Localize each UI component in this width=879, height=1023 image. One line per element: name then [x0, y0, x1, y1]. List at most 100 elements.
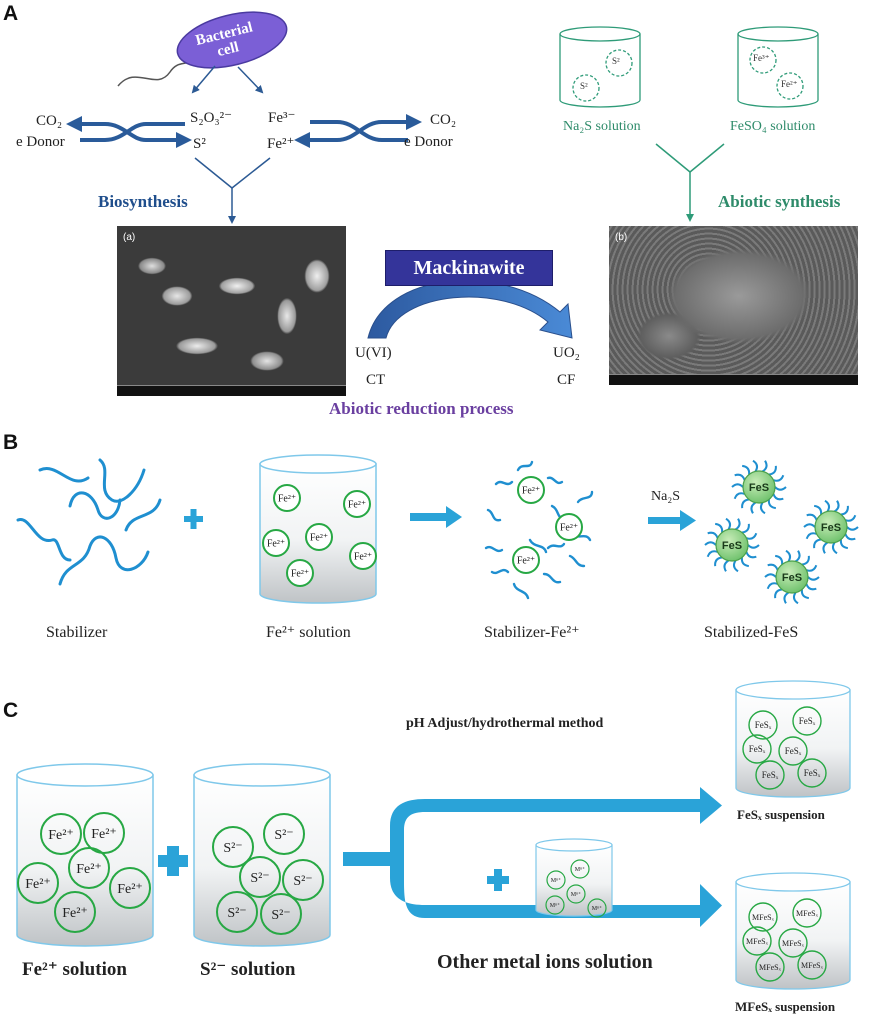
sulfide-label: S² — [193, 136, 206, 152]
svg-text:Fe²⁺: Fe²⁺ — [354, 552, 372, 563]
fes-particle: FeS — [731, 459, 787, 515]
svg-text:FeS: FeS — [821, 522, 841, 534]
svg-text:Fe²⁺: Fe²⁺ — [117, 882, 143, 897]
fe2-ion: Fe²⁺ — [83, 812, 125, 854]
fe2-ion: Fe²⁺ — [517, 476, 545, 504]
svg-text:FeSₓ: FeSₓ — [755, 720, 772, 730]
left-donor-label: e Donor — [16, 134, 65, 150]
svg-text:FeSₓ: FeSₓ — [785, 746, 802, 756]
cf-label: CF — [557, 372, 576, 388]
s2-ion: S²⁻ — [239, 856, 281, 898]
svg-text:S²⁻: S²⁻ — [274, 828, 293, 843]
mfesx-ion: MFeSₓ — [748, 902, 778, 932]
ph-method-label: pH Adjust/hydrothermal method — [406, 716, 604, 731]
na2s-ion-1: S² — [612, 56, 620, 66]
left-arrowhead-co2 — [66, 116, 82, 132]
mfesx-ion: MFeSₓ — [755, 952, 785, 982]
na2s-solution-label: Na₂S solution — [563, 119, 641, 134]
right-donor-label: e Donor — [404, 134, 453, 150]
fes-particle: FeS — [803, 499, 859, 555]
left-co2-label: CO₂ — [36, 113, 63, 129]
right-coupling-arrows — [300, 120, 408, 142]
s2-ion: S²⁻ — [260, 893, 302, 935]
mfesx-ion: MFeSₓ — [742, 926, 772, 956]
svg-text:FeS: FeS — [749, 482, 769, 494]
stabilizer-fe2-polymer — [484, 460, 594, 600]
svg-text:FeSₓ: FeSₓ — [804, 768, 821, 778]
right-arrowhead-co2 — [406, 114, 422, 130]
mackinawite-label: Mackinawite — [385, 250, 553, 286]
fe2-ion: Fe²⁺ — [273, 484, 301, 512]
fe2-ion: Fe²⁺ — [262, 529, 290, 557]
stabilizer-polymer — [16, 458, 162, 586]
plus-icon — [158, 846, 188, 876]
stabilized-fes-label: Stabilized-FeS — [704, 624, 799, 641]
mfesx-ion: MFeSₓ — [792, 898, 822, 928]
fesx-ion: FeSₓ — [755, 760, 785, 790]
s2-ion: S²⁻ — [212, 826, 254, 868]
fesx-suspension-label: FeSₓ suspension — [737, 807, 825, 822]
s2-ion: S²⁻ — [282, 859, 324, 901]
fe2-ion: Fe²⁺ — [555, 513, 583, 541]
plus-icon — [184, 509, 203, 529]
metal-ion: Mⁿ⁺ — [546, 870, 566, 890]
sem-info-bar — [117, 385, 346, 396]
fe2-ion: Fe²⁺ — [343, 490, 371, 518]
biosynthesis-merge-arrow — [194, 157, 271, 224]
svg-text:MFeSₓ: MFeSₓ — [796, 909, 819, 918]
svg-text:Mⁿ⁺: Mⁿ⁺ — [592, 905, 602, 912]
svg-text:MFeSₓ: MFeSₓ — [801, 961, 824, 970]
fe2-label: Fe²⁺ — [267, 136, 295, 152]
mfesx-ion: MFeSₓ — [797, 950, 827, 980]
svg-text:Fe²⁺: Fe²⁺ — [291, 569, 309, 580]
flow-arrow-b2 — [648, 510, 696, 531]
fe2-large-solution-label: Fe²⁺ solution — [22, 959, 127, 980]
svg-text:FeSₓ: FeSₓ — [749, 744, 766, 754]
plus-icon — [487, 869, 509, 891]
feso4-ion-1: Fe³⁺ — [753, 53, 770, 63]
stabilizer-fe2-label: Stabilizer-Fe²⁺ — [484, 624, 580, 641]
svg-text:Fe²⁺: Fe²⁺ — [48, 828, 74, 843]
sem-image-abiotic: (b) — [609, 226, 858, 385]
u6-label: U(VI) — [355, 345, 392, 361]
left-coupling-arrows — [80, 122, 185, 142]
svg-text:MFeSₓ: MFeSₓ — [752, 913, 775, 922]
svg-text:Fe²⁺: Fe²⁺ — [91, 827, 117, 842]
na2s-reagent-label: Na₂S — [651, 489, 680, 504]
fe2-ion: Fe²⁺ — [40, 813, 82, 855]
right-arrowhead-fe — [294, 132, 310, 148]
metal-ion-beaker — [535, 838, 613, 917]
uo2-label: UO₂ — [553, 345, 580, 361]
fe2-ion: Fe²⁺ — [305, 523, 333, 551]
other-metal-label: Other metal ions solution — [437, 951, 653, 973]
mfesx-ion: MFeSₓ — [778, 928, 808, 958]
s2-ion: S²⁻ — [263, 813, 305, 855]
biosynthesis-label: Biosynthesis — [98, 192, 188, 211]
svg-text:Fe²⁺: Fe²⁺ — [76, 862, 102, 877]
sem-image-label-b: (b) — [615, 232, 628, 243]
mfesx-beaker — [735, 872, 851, 990]
feso4-solution-label: FeSO₄ solution — [730, 119, 816, 134]
svg-text:Mⁿ⁺: Mⁿ⁺ — [571, 891, 581, 898]
fesx-ion: FeSₓ — [748, 710, 778, 740]
fe3-label: Fe³⁻ — [268, 110, 296, 126]
fesx-ion: FeSₓ — [792, 706, 822, 736]
abiotic-synthesis-label: Abiotic synthesis — [718, 192, 841, 211]
ion-circles: Fe²⁺ Fe²⁺ Fe²⁺ Fe²⁺ Fe²⁺ Fe²⁺ Fe²⁺ Fe²⁺ Fe²⁺ Fe²⁺… — [17, 476, 827, 982]
svg-text:Fe²⁺: Fe²⁺ — [25, 877, 51, 892]
svg-text:Fe²⁺: Fe²⁺ — [310, 533, 328, 544]
sem-image-label-a: (a) — [123, 232, 136, 243]
svg-text:Fe²⁺: Fe²⁺ — [267, 539, 285, 550]
abiotic-reduction-label: Abiotic reduction process — [329, 399, 514, 418]
metal-ion: Mⁿ⁺ — [545, 895, 565, 915]
fesx-ion: FeSₓ — [778, 736, 808, 766]
svg-text:FeSₓ: FeSₓ — [762, 770, 779, 780]
svg-text:MFeSₓ: MFeSₓ — [746, 937, 769, 946]
ct-label: CT — [366, 372, 386, 388]
svg-text:S²⁻: S²⁻ — [271, 908, 290, 923]
sem-info-bar — [609, 374, 858, 385]
svg-text:Fe²⁺: Fe²⁺ — [560, 523, 578, 534]
feso4-beaker — [737, 26, 819, 108]
panel-label-b: B — [3, 431, 19, 454]
